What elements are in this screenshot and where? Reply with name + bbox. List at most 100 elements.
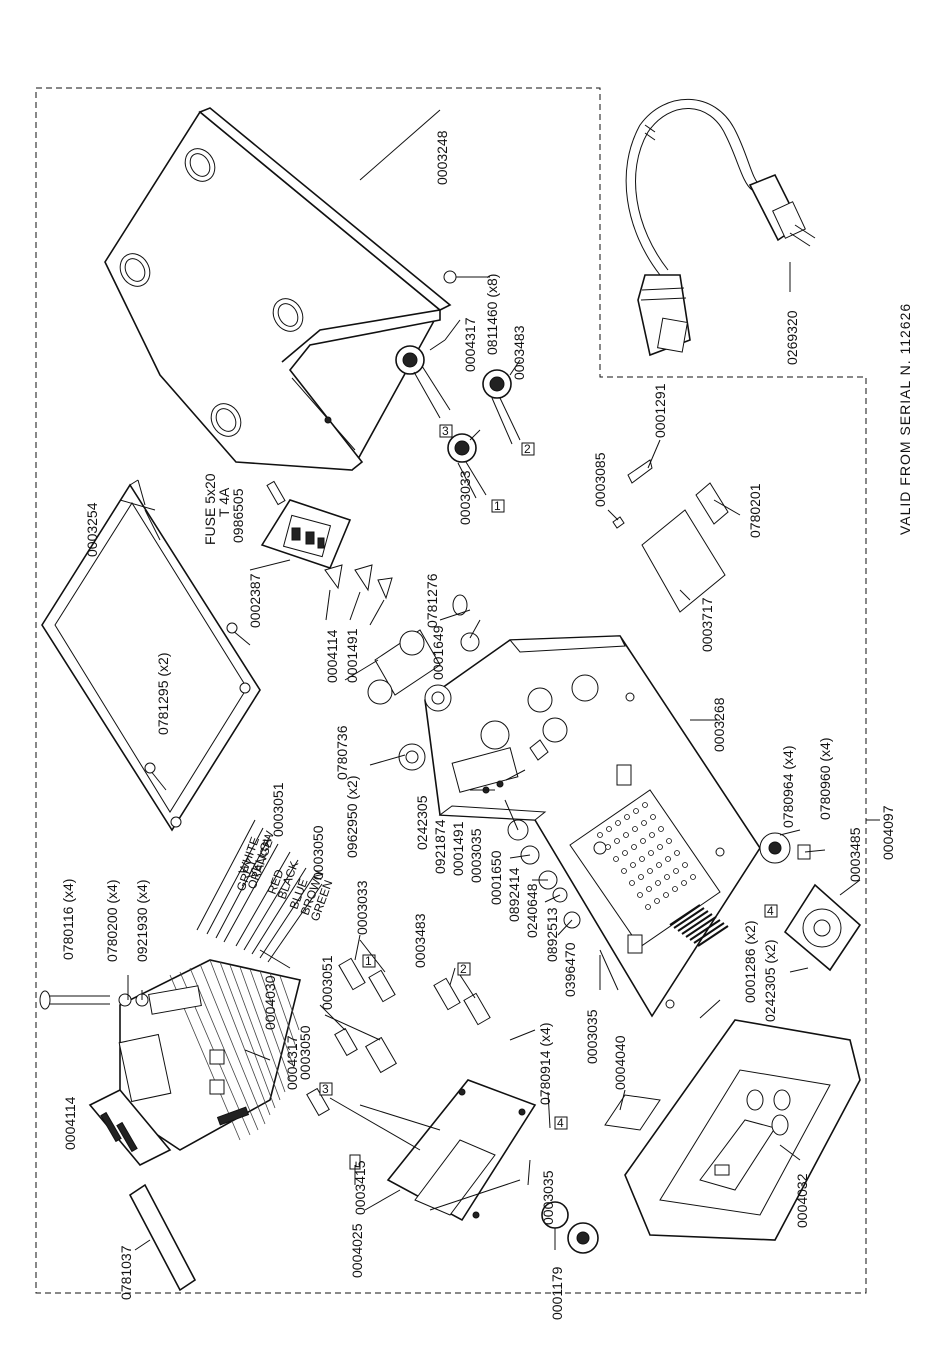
- label-0003051-b: 0003051: [319, 955, 335, 1010]
- vent-hole: [621, 868, 627, 874]
- vent-hole: [690, 874, 696, 880]
- heatsink-fin: [685, 916, 717, 938]
- vent-hole: [629, 880, 635, 886]
- label-0003035-b: 0003035: [584, 1009, 600, 1064]
- label-fuse-1: FUSE 5x20: [202, 473, 218, 545]
- vent-hole: [613, 856, 619, 862]
- label-fuse-2: T 4A: [216, 487, 232, 517]
- label-0003485: 0003485: [847, 827, 863, 882]
- label-0780964: 0780964 (x4): [780, 745, 796, 828]
- vent-hole: [639, 856, 645, 862]
- callout-4b: 4: [557, 1116, 564, 1130]
- knob-0003483: [482, 369, 521, 445]
- transformer: [118, 959, 301, 1151]
- label-0003415: 0003415: [352, 1160, 368, 1215]
- vent-hole: [658, 826, 664, 832]
- label-0001291: 0001291: [652, 383, 668, 438]
- vent-hole: [646, 886, 652, 892]
- label-0003050-a: 0003050: [310, 825, 326, 880]
- sleeve: [128, 1183, 197, 1292]
- vent-hole: [681, 880, 687, 886]
- label-0003483-a: 0003483: [511, 325, 527, 380]
- label-0001650: 0001650: [488, 850, 504, 905]
- vent-hole: [682, 862, 688, 868]
- fan: [759, 832, 862, 972]
- vent-hole: [649, 832, 655, 838]
- vent-hole: [597, 832, 603, 838]
- vent-hole: [665, 856, 671, 862]
- callout-boxes: 1 2 3 4 1 2 3 4: [319, 424, 778, 1130]
- vent-hole: [655, 880, 661, 886]
- vent-hole: [615, 820, 621, 826]
- label-0921874: 0921874: [432, 819, 448, 874]
- callout-1a: 1: [494, 499, 501, 513]
- label-0003033-a: 0003033: [457, 470, 473, 525]
- vent-hole: [650, 814, 656, 820]
- terminal-block: [88, 1089, 172, 1166]
- label-0781276: 0781276: [424, 573, 440, 628]
- vent-hole: [638, 874, 644, 880]
- callout-4a: 4: [767, 904, 774, 918]
- main-chassis: [424, 635, 761, 1018]
- leader: [359, 109, 441, 181]
- vent-hole: [673, 868, 679, 874]
- vent-hole: [657, 844, 663, 850]
- label-0780914: 0780914 (x4): [537, 1022, 553, 1105]
- label-0001179: 0001179: [549, 1266, 565, 1320]
- leader-lines: [119, 319, 880, 1251]
- vent-hole: [654, 898, 660, 904]
- screw-0781295: [144, 622, 251, 791]
- label-0962950: 0962950 (x2): [344, 775, 360, 858]
- label-0780116: 0780116 (x4): [60, 879, 76, 960]
- vent-hole: [656, 862, 662, 868]
- label-0003483-b: 0003483: [412, 913, 428, 968]
- vent-hole: [606, 826, 612, 832]
- heatsink-fin: [689, 919, 721, 941]
- vent-hole: [623, 832, 629, 838]
- callout-2b: 2: [460, 962, 467, 976]
- label-0002387: 0002387: [247, 573, 263, 628]
- vent-hole: [664, 874, 670, 880]
- heatsink-fin: [673, 907, 705, 929]
- label-0004114-b: 0004114: [62, 1096, 78, 1150]
- top-cover: [104, 107, 452, 471]
- label-0396470: 0396470: [562, 942, 578, 997]
- vent-hole: [642, 802, 648, 808]
- vent-hole: [640, 838, 646, 844]
- label-0892513: 0892513: [544, 907, 560, 962]
- vent-hole: [632, 826, 638, 832]
- vent-hole: [637, 892, 643, 898]
- vent-hole: [674, 850, 680, 856]
- callout-3a: 3: [442, 424, 449, 438]
- labels-stickers: [612, 459, 729, 613]
- heatsink-fin: [681, 913, 713, 935]
- screw-0811460: [443, 270, 490, 284]
- label-0003268: 0003268: [711, 697, 727, 752]
- vent-hole: [622, 850, 628, 856]
- pcb: [386, 1079, 551, 1222]
- knob-0004317: [395, 339, 451, 419]
- vent-hole: [624, 814, 630, 820]
- power-cord: [625, 98, 816, 357]
- connector-set: [306, 957, 491, 1170]
- label-0004114-a: 0004114: [324, 629, 340, 683]
- vent-hole: [614, 838, 620, 844]
- knob-0003033: [447, 433, 487, 499]
- label-0811460: 0811460 (x8): [484, 274, 500, 355]
- vent-hole: [605, 844, 611, 850]
- label-0004317-a: 0004317: [462, 317, 478, 372]
- vent-hole: [631, 844, 637, 850]
- label-0780201: 0780201: [747, 483, 763, 538]
- label-0986505: 0986505: [230, 488, 246, 543]
- label-0003085: 0003085: [592, 452, 608, 507]
- vent-hole: [648, 850, 654, 856]
- label-0780200: 0780200 (x4): [104, 879, 120, 962]
- wire-bundle: [196, 819, 323, 963]
- overlay-0004040: [604, 1094, 661, 1131]
- vent-hole: [666, 838, 672, 844]
- heatsink-fin: [697, 925, 729, 947]
- label-0001286: 0001286 (x2): [742, 920, 758, 1003]
- base-frame: [41, 479, 261, 832]
- label-0003035-a: 0003035: [468, 828, 484, 883]
- vent-hole: [630, 862, 636, 868]
